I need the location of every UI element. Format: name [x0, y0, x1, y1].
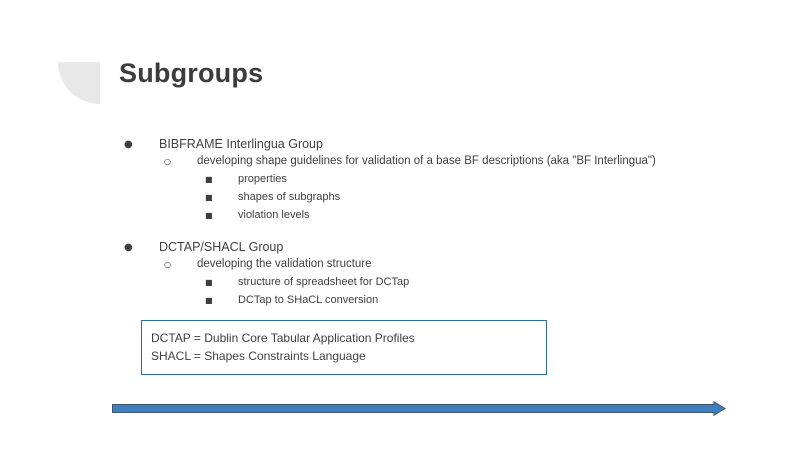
- list-item-level3: ■ violation levels: [124, 207, 744, 225]
- group-block: ● DCTAP/SHACL Group ○ developing the val…: [124, 239, 744, 310]
- list-item-label: developing the validation structure: [197, 258, 372, 270]
- disc-bullet-icon: ●: [124, 139, 133, 150]
- list-item-label: structure of spreadsheet for DCTap: [238, 276, 410, 288]
- list-item-label: developing shape guidelines for validati…: [197, 155, 656, 167]
- circle-bullet-icon: ○: [164, 260, 171, 269]
- list-item-label: BIBFRAME Interlingua Group: [159, 137, 323, 151]
- bottom-arrow-decoration: [112, 401, 726, 416]
- list-item-level2: ○ developing the validation structure: [124, 256, 744, 274]
- list-item-label: DCTap to SHaCL conversion: [238, 294, 379, 306]
- list-item-level3: ■ shapes of subgraphs: [124, 189, 744, 207]
- square-bullet-icon: ■: [205, 193, 213, 202]
- list-item-level3: ■ DCTap to SHaCL conversion: [124, 292, 744, 310]
- definition-box: DCTAP = Dublin Core Tabular Application …: [141, 320, 547, 375]
- bullet-content: ● BIBFRAME Interlingua Group ○ developin…: [124, 136, 744, 310]
- circle-bullet-icon: ○: [164, 157, 171, 166]
- list-item-level3: ■ structure of spreadsheet for DCTap: [124, 274, 744, 292]
- decorative-quarter-circle: [58, 62, 100, 104]
- list-item-label: properties: [238, 173, 287, 185]
- group-block: ● BIBFRAME Interlingua Group ○ developin…: [124, 136, 744, 225]
- square-bullet-icon: ■: [205, 278, 213, 287]
- definition-line: SHACL = Shapes Constraints Language: [151, 349, 366, 363]
- list-item-level3: ■ properties: [124, 171, 744, 189]
- list-item-label: shapes of subgraphs: [238, 191, 341, 203]
- disc-bullet-icon: ●: [124, 242, 133, 253]
- list-item-level1: ● DCTAP/SHACL Group: [124, 239, 744, 256]
- list-item-label: violation levels: [238, 209, 310, 221]
- arrow-icon: [112, 401, 726, 416]
- list-item-level1: ● BIBFRAME Interlingua Group: [124, 136, 744, 153]
- definition-line: DCTAP = Dublin Core Tabular Application …: [151, 331, 415, 345]
- list-item-level2: ○ developing shape guidelines for valida…: [124, 153, 744, 171]
- list-item-label: DCTAP/SHACL Group: [159, 240, 284, 254]
- square-bullet-icon: ■: [205, 211, 213, 220]
- square-bullet-icon: ■: [205, 296, 213, 305]
- page-title: Subgroups: [119, 58, 264, 88]
- square-bullet-icon: ■: [205, 175, 213, 184]
